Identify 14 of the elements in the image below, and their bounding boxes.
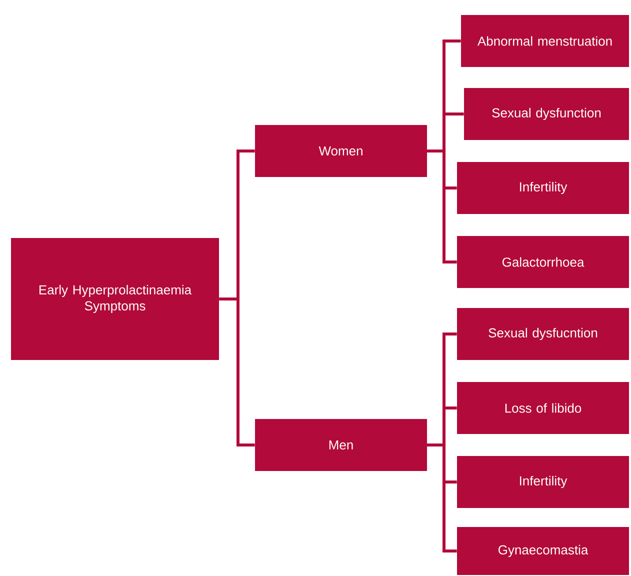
symptom-box: Infertility bbox=[457, 456, 629, 508]
symptom-box: Abnormal menstruation bbox=[461, 15, 629, 67]
connector bbox=[427, 444, 457, 552]
symptom-box: Gynaecomastia bbox=[457, 527, 629, 575]
root-box: Early Hyperprolactinaemia Symptoms bbox=[11, 238, 219, 360]
group-box: Men bbox=[255, 419, 427, 471]
group-box: Women bbox=[255, 125, 427, 177]
symptom-box: Galactorrhoea bbox=[457, 236, 629, 288]
symptom-box: Sexual dysfucntion bbox=[457, 308, 629, 360]
connector bbox=[427, 150, 457, 264]
symptom-box: Loss of libido bbox=[457, 382, 629, 434]
symptom-box: Infertility bbox=[457, 162, 629, 214]
symptom-box: Sexual dysfunction bbox=[464, 88, 629, 140]
connector bbox=[219, 298, 255, 446]
